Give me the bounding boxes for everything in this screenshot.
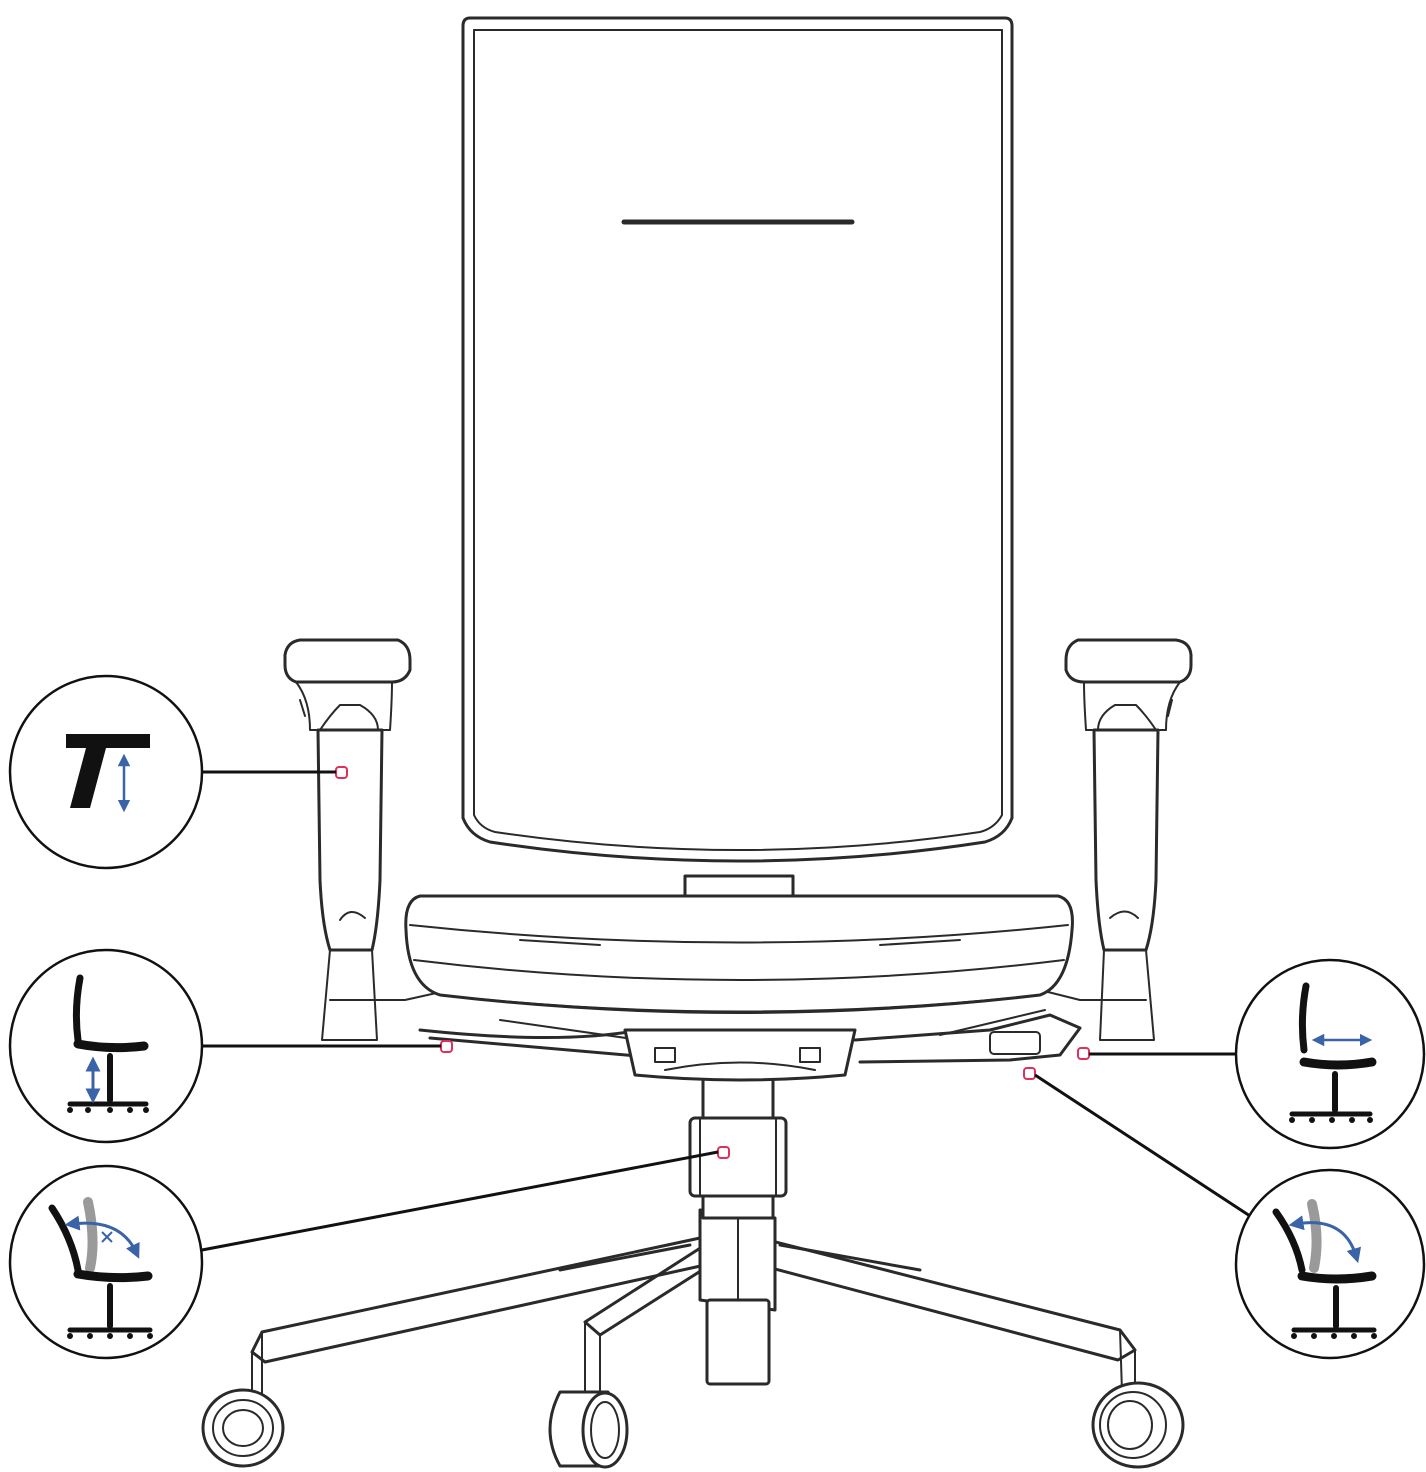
- armrest-right: [1039, 638, 1193, 1041]
- callout-seat-height[interactable]: [8, 948, 204, 1144]
- caster-center: [548, 1390, 629, 1469]
- backrest: [461, 16, 1014, 900]
- callout-backrest-tilt[interactable]: [1234, 1168, 1426, 1360]
- hotspot-seat-depth[interactable]: [1077, 1047, 1090, 1060]
- chair-base: [250, 1208, 1137, 1396]
- callout-armrest-height[interactable]: [8, 674, 204, 870]
- hotspot-armrest-height[interactable]: [335, 766, 348, 779]
- chair-illustration: [201, 16, 1193, 1469]
- casters: [201, 1381, 1185, 1469]
- backrest-tilt-tension-icon: [48, 1197, 153, 1339]
- leader-backrest-tilt: [1034, 1073, 1251, 1218]
- caster-right: [1091, 1381, 1185, 1469]
- seat-mechanism: [418, 1009, 1082, 1082]
- leader-lines: [201, 770, 1251, 1252]
- armrest-height-icon: [66, 734, 150, 813]
- hotspot-seat-height[interactable]: [440, 1040, 453, 1053]
- seat-height-icon: [67, 974, 149, 1113]
- caster-left: [201, 1388, 285, 1468]
- backrest-tilt-icon: [1272, 1199, 1377, 1339]
- hotspot-tilt-tension[interactable]: [717, 1146, 730, 1159]
- seat-depth-icon: [1289, 982, 1377, 1123]
- hotspot-backrest-tilt[interactable]: [1023, 1067, 1036, 1080]
- gas-cylinder: [688, 1060, 788, 1220]
- armrest-left: [283, 638, 451, 1041]
- leader-tilt-tension: [201, 1150, 719, 1252]
- callout-seat-depth[interactable]: [1234, 958, 1426, 1150]
- seat: [404, 894, 1074, 1014]
- callout-backrest-tilt-tension[interactable]: [8, 1164, 204, 1360]
